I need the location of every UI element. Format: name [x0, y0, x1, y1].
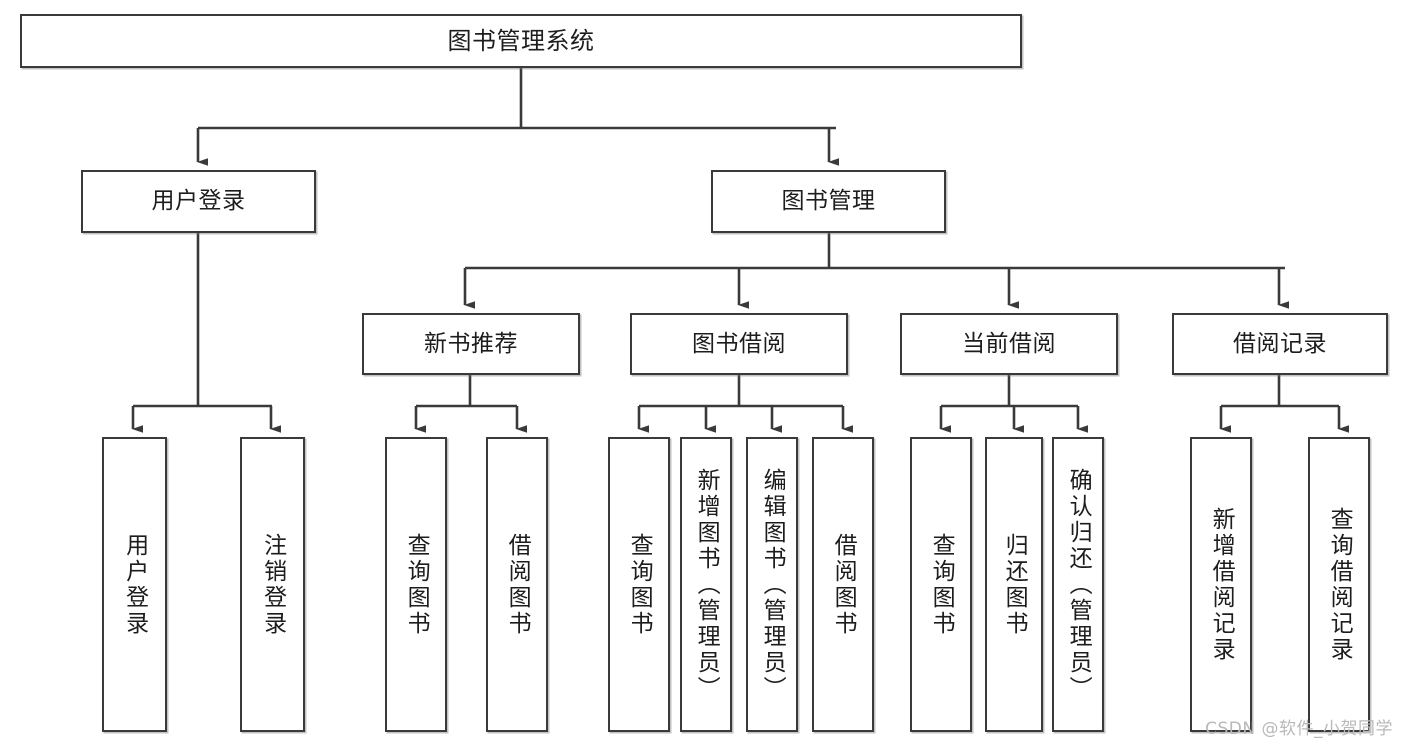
node-leaf-query-book-3-label: 查询图书	[928, 532, 955, 637]
node-leaf-confirm-return[interactable]: 确认归还（管理员）	[1052, 437, 1104, 732]
node-leaf-query-record-label: 查询借阅记录	[1326, 506, 1353, 663]
node-leaf-logout[interactable]: 注销登录	[240, 437, 305, 732]
node-leaf-query-book-3[interactable]: 查询图书	[910, 437, 972, 732]
node-leaf-add-book-label: 新增图书（管理员）	[693, 467, 720, 702]
node-book-manage-label: 图书管理	[781, 188, 876, 215]
node-leaf-query-book-1-label: 查询图书	[403, 532, 430, 637]
node-book-borrow[interactable]: 图书借阅	[630, 313, 848, 375]
node-user-login[interactable]: 用户登录	[81, 170, 316, 233]
node-leaf-borrow-book-2-label: 借阅图书	[830, 532, 857, 637]
node-user-login-label: 用户登录	[151, 188, 246, 215]
node-borrow-record[interactable]: 借阅记录	[1172, 313, 1388, 375]
node-root[interactable]: 图书管理系统	[20, 14, 1022, 68]
node-leaf-add-book[interactable]: 新增图书（管理员）	[680, 437, 732, 732]
watermark-text: CSDN @软件_小贺同学	[1205, 719, 1393, 739]
node-leaf-user-login[interactable]: 用户登录	[102, 437, 167, 732]
node-leaf-return-book-label: 归还图书	[1001, 532, 1028, 637]
node-current-borrow-label: 当前借阅	[962, 330, 1056, 357]
node-leaf-borrow-book-1[interactable]: 借阅图书	[486, 437, 548, 732]
node-leaf-query-book-2-label: 查询图书	[626, 532, 653, 637]
node-leaf-edit-book-label: 编辑图书（管理员）	[759, 467, 786, 702]
node-leaf-borrow-book-2[interactable]: 借阅图书	[812, 437, 874, 732]
node-root-label: 图书管理系统	[447, 27, 595, 55]
node-new-book-recommend-label: 新书推荐	[424, 330, 518, 357]
node-leaf-query-book-2[interactable]: 查询图书	[608, 437, 670, 732]
node-leaf-add-record[interactable]: 新增借阅记录	[1190, 437, 1252, 732]
node-leaf-add-record-label: 新增借阅记录	[1208, 506, 1235, 663]
node-leaf-user-login-label: 用户登录	[121, 532, 148, 637]
node-leaf-query-record[interactable]: 查询借阅记录	[1308, 437, 1370, 732]
node-book-manage[interactable]: 图书管理	[711, 170, 946, 233]
node-leaf-edit-book[interactable]: 编辑图书（管理员）	[746, 437, 798, 732]
node-leaf-return-book[interactable]: 归还图书	[985, 437, 1043, 732]
node-leaf-logout-label: 注销登录	[259, 532, 286, 637]
node-leaf-query-book-1[interactable]: 查询图书	[385, 437, 447, 732]
node-leaf-confirm-return-label: 确认归还（管理员）	[1065, 467, 1092, 702]
node-new-book-recommend[interactable]: 新书推荐	[362, 313, 580, 375]
node-leaf-borrow-book-1-label: 借阅图书	[504, 532, 531, 637]
node-borrow-record-label: 借阅记录	[1233, 330, 1327, 357]
node-book-borrow-label: 图书借阅	[692, 330, 786, 357]
node-current-borrow[interactable]: 当前借阅	[900, 313, 1118, 375]
